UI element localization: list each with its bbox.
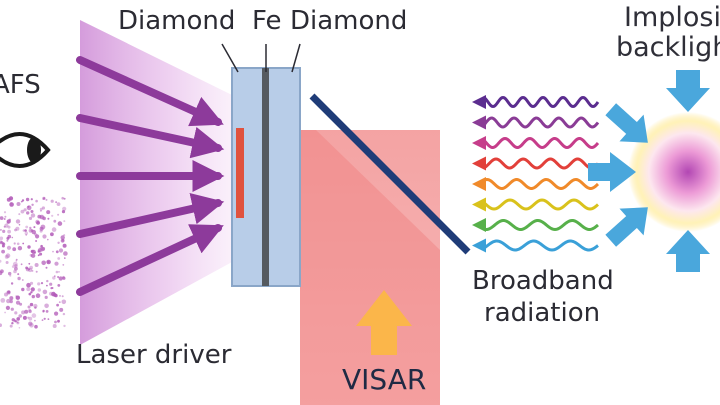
radiation-wave xyxy=(483,157,600,170)
backlight-arrows xyxy=(588,70,710,272)
label-pointers xyxy=(221,43,301,73)
implosion-backlight-source xyxy=(628,112,720,232)
visar-beam xyxy=(300,130,440,405)
label-radiation: radiation xyxy=(484,298,601,328)
radiation-wave xyxy=(483,198,599,211)
radiation-wave xyxy=(482,136,600,150)
radiation-wave xyxy=(483,95,600,109)
radiation-arrowhead xyxy=(472,177,486,191)
radiation-arrowhead xyxy=(472,136,486,150)
mirror xyxy=(309,93,471,255)
radiation-arrowhead xyxy=(472,95,486,109)
laser-beam-arrow xyxy=(76,192,225,238)
radiation-wave xyxy=(483,218,599,232)
backlight-arrow xyxy=(666,70,710,112)
laser-beams xyxy=(76,56,225,296)
label-afs: AFS xyxy=(0,70,41,100)
laser-beam-arrow xyxy=(76,224,224,296)
label-broadband: Broadband xyxy=(472,266,614,296)
radiation-arrowhead xyxy=(472,218,486,232)
target-assembly xyxy=(231,67,301,287)
ablator-layer xyxy=(236,128,244,218)
laser-beam-arrow xyxy=(76,56,224,127)
radiation-arrowhead xyxy=(472,238,486,253)
backlight-arrow xyxy=(605,103,648,143)
backlight-arrow xyxy=(588,152,636,192)
label-diamond-right: Diamond xyxy=(290,6,408,36)
label-fe: Fe xyxy=(252,6,282,36)
radiation-arrowhead xyxy=(472,115,486,130)
broadband-radiation xyxy=(472,95,600,253)
label-implosion: Implosion xyxy=(624,2,720,33)
fe-sample-layer xyxy=(262,68,269,286)
speckle-cloud xyxy=(0,196,68,329)
label-laser-driver: Laser driver xyxy=(76,340,232,370)
label-diamond-left: Diamond xyxy=(118,6,236,36)
laser-beam-arrow xyxy=(76,114,225,159)
radiation-wave xyxy=(483,177,600,191)
radiation-wave xyxy=(482,116,600,129)
radiation-arrowhead xyxy=(472,197,486,212)
eye-icon xyxy=(0,132,51,168)
backlight-arrow xyxy=(605,207,648,247)
label-backlight: backlight xyxy=(616,32,720,63)
visar-arrow xyxy=(356,290,412,355)
radiation-wave xyxy=(483,239,599,252)
radiation-arrowhead xyxy=(472,156,486,171)
label-visar: VISAR xyxy=(342,363,427,396)
backlight-arrow xyxy=(666,230,710,272)
